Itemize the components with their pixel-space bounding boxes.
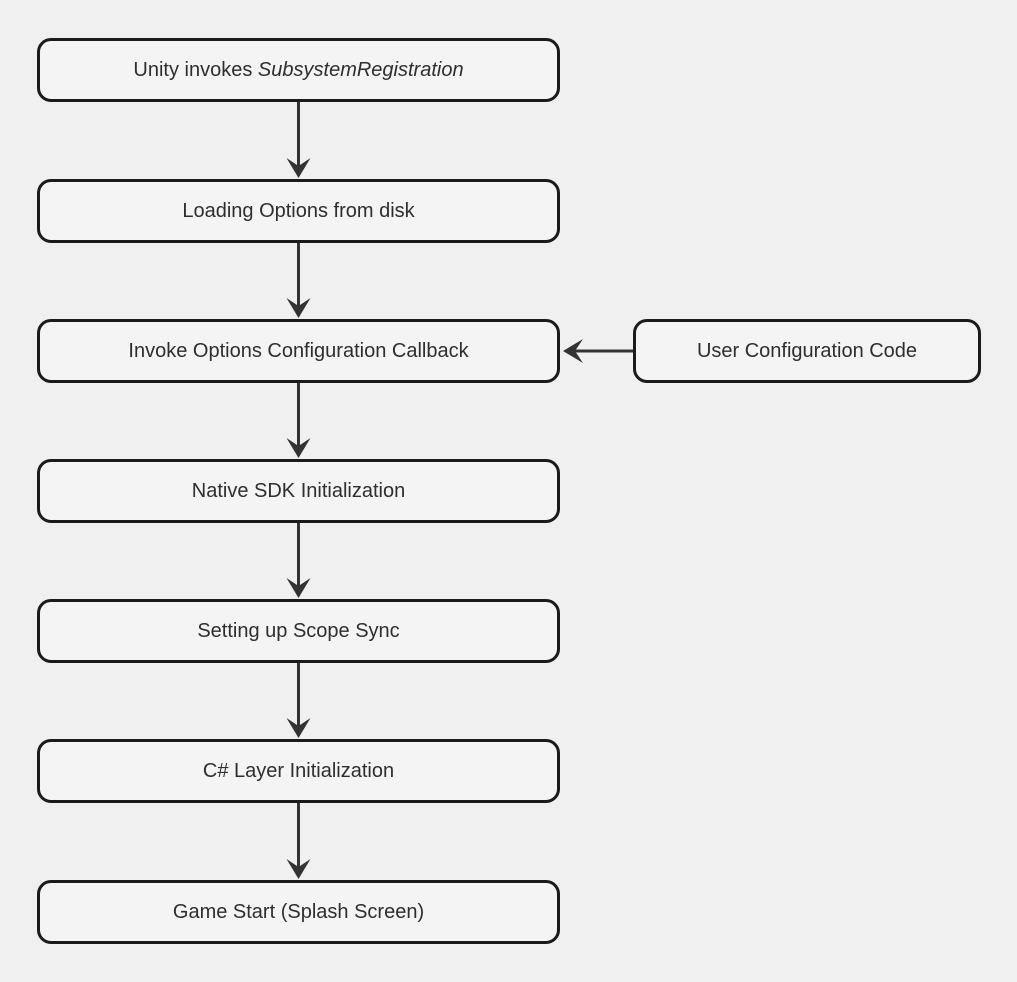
arrow-down-icon: [286, 102, 311, 178]
node-invoke-options-configuration-callback: Invoke Options Configuration Callback: [37, 319, 560, 383]
node-label-italic: SubsystemRegistration: [257, 59, 464, 81]
arrow-left-icon: [563, 339, 633, 363]
node-label: User Configuration Code: [696, 340, 918, 362]
node-label: Invoke Options Configuration Callback: [128, 340, 469, 362]
node-label: Native SDK Initialization: [191, 480, 406, 502]
node-native-sdk-initialization: Native SDK Initialization: [37, 459, 560, 523]
node-loading-options-from-disk: Loading Options from disk: [37, 179, 560, 243]
node-label: Setting up Scope Sync: [197, 620, 400, 642]
node-label: Loading Options from disk: [182, 200, 415, 222]
node-label: Unity invokes SubsystemRegistration: [133, 59, 464, 81]
node-label: Game Start (Splash Screen): [172, 901, 425, 923]
arrow-down-icon: [286, 383, 311, 458]
arrow-down-icon: [286, 663, 311, 738]
arrow-down-icon: [286, 523, 311, 598]
arrow-down-icon: [286, 803, 311, 879]
arrow-down-icon: [286, 243, 311, 318]
node-game-start-splash-screen: Game Start (Splash Screen): [37, 880, 560, 944]
node-label: C# Layer Initialization: [202, 760, 395, 782]
node-setting-up-scope-sync: Setting up Scope Sync: [37, 599, 560, 663]
node-user-configuration-code: User Configuration Code: [633, 319, 981, 383]
node-csharp-layer-initialization: C# Layer Initialization: [37, 739, 560, 803]
node-unity-invokes-subsystem-registration: Unity invokes SubsystemRegistration: [37, 38, 560, 102]
